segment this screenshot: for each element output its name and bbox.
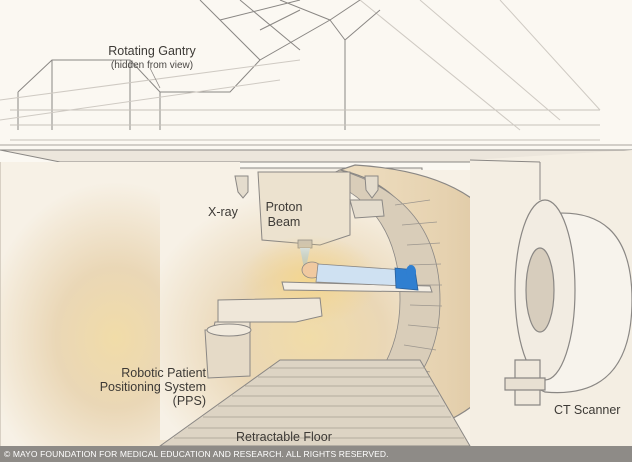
label-leaders [149,67,161,89]
label-pps-line1: Robotic Patient [121,366,206,380]
gantry-sketch [0,0,632,146]
label-xray: X-ray [208,205,238,219]
label-pps-line2: Positioning System [99,380,206,394]
treatment-room-drawing [0,0,632,446]
copyright-footer: © MAYO FOUNDATION FOR MEDICAL EDUCATION … [0,446,632,462]
robotic-positioning-system [204,281,433,379]
label-retractable-floor: Retractable Floor [236,430,332,444]
label-proton-beam-line2: Beam [267,215,301,229]
label-proton-beam-line1: Proton [265,200,303,214]
ct-scanner [504,199,632,406]
retractable-floor [159,359,471,446]
label-rotating-gantry: Rotating Gantry [108,44,196,58]
label-ct-scanner: CT Scanner [554,403,621,417]
patient [301,261,419,291]
label-rotating-gantry-note: (hidden from view) [110,60,194,71]
label-pps-line3: (PPS) [172,394,206,408]
xray-brackets [234,175,385,219]
